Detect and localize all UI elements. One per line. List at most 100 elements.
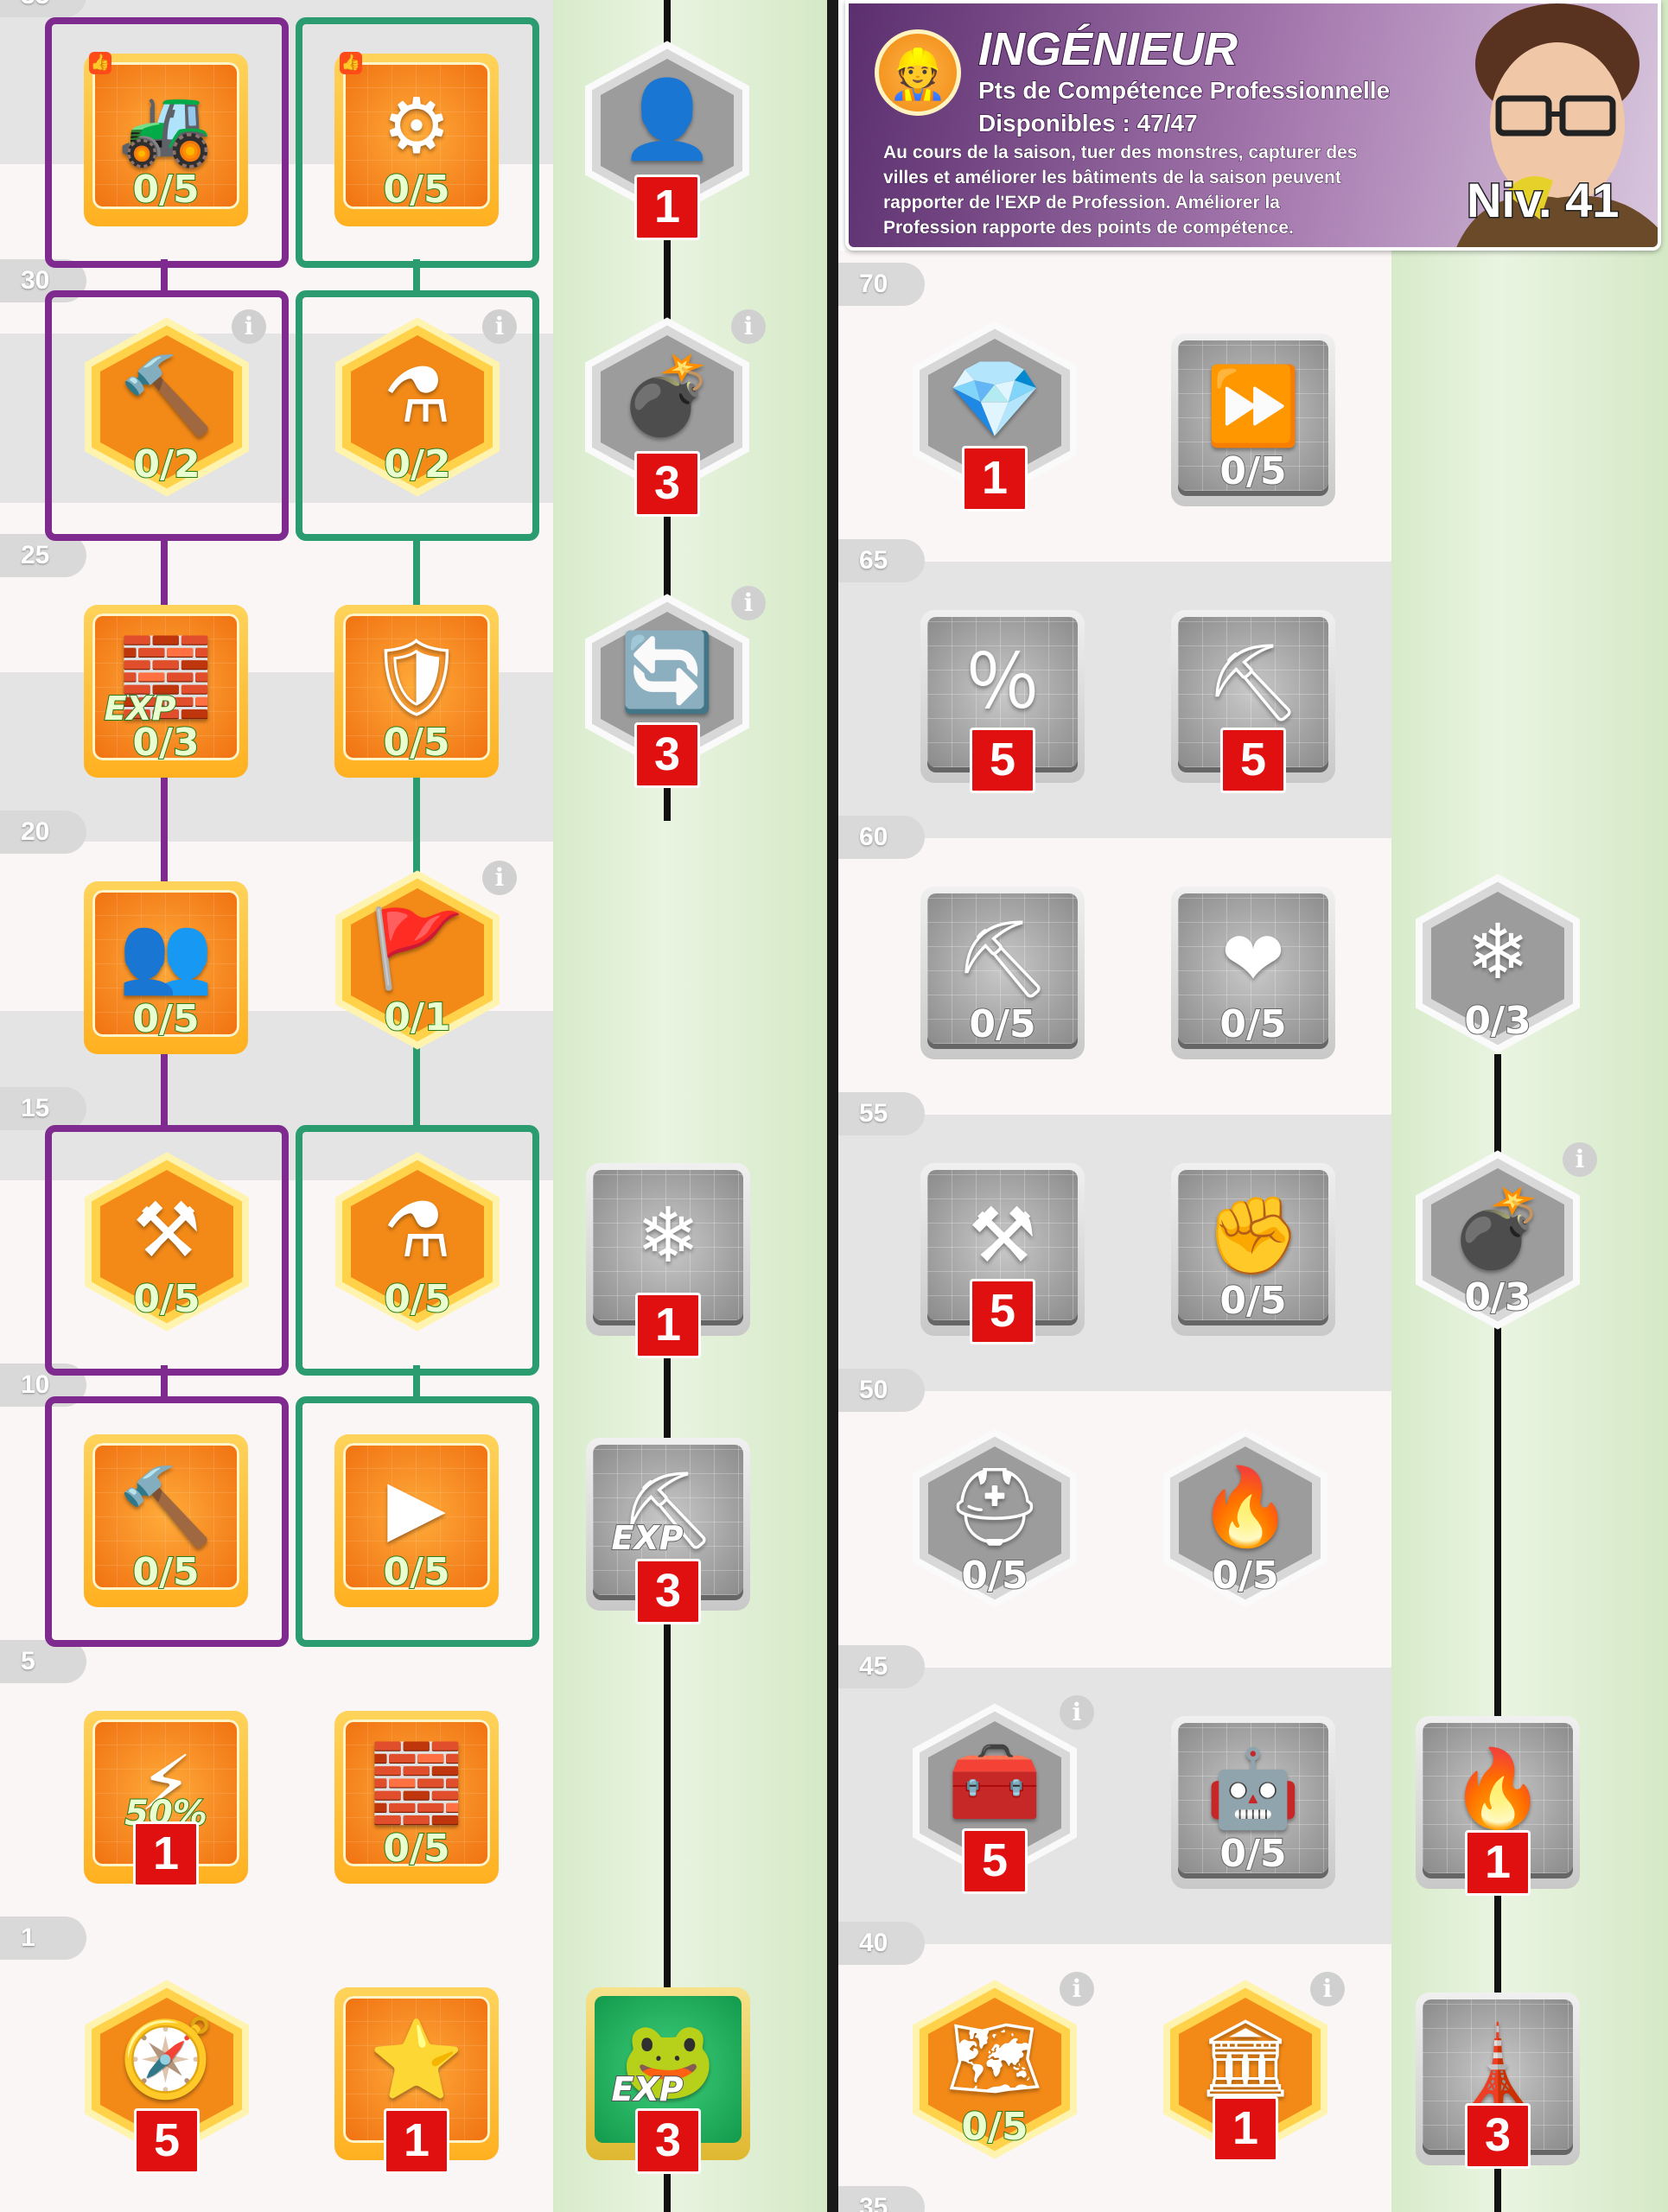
- building-freeze-icon: ❄: [636, 1191, 700, 1280]
- skill-node[interactable]: 💣 3: [576, 316, 758, 517]
- hammer-share-icon: 🔨: [119, 351, 214, 440]
- engineer-portrait-icon: [1456, 3, 1658, 247]
- flag-icon: 🚩: [370, 904, 465, 993]
- skill-node[interactable]: ⛑ 0/5: [904, 1427, 1085, 1609]
- level-badge: 5: [970, 728, 1035, 793]
- skill-node[interactable]: ⛏ 0/5: [920, 887, 1085, 1059]
- cart-percent-icon: ％: [964, 638, 1041, 727]
- path-frame-teal: [296, 1125, 539, 1376]
- skill-node[interactable]: 🗺 0/5: [904, 1979, 1085, 2160]
- bomb-freeze-icon: 💣: [1450, 1184, 1545, 1273]
- skill-node[interactable]: ⚒ 0/5: [76, 1151, 258, 1332]
- profession-avatar: 👷: [875, 29, 961, 116]
- path-frame-teal: [296, 17, 539, 268]
- skill-node[interactable]: 💎 1: [904, 320, 1085, 512]
- skill-node[interactable]: 🐸 EXP 3: [586, 1987, 750, 2174]
- skill-node[interactable]: 💣 0/3: [1407, 1149, 1588, 1331]
- hammer-up-icon: 🔨: [118, 1462, 213, 1551]
- left-skill-tree: 35 30 25 20 15 10 5 1 👍 🚜 0/5 👍 ⚙ 0/5 👤 …: [0, 0, 830, 2212]
- info-icon[interactable]: i: [1310, 1972, 1345, 2006]
- skill-node[interactable]: 👤 1: [576, 40, 758, 240]
- info-icon[interactable]: i: [731, 586, 766, 620]
- skill-node[interactable]: 🗼 3: [1416, 1993, 1580, 2169]
- mine-fire-icon: 🔥: [1198, 1462, 1293, 1551]
- level-badge: 3: [634, 722, 700, 788]
- skill-node[interactable]: 🔥 1: [1416, 1716, 1580, 1896]
- skill-node[interactable]: 🔨 0/2: [76, 316, 258, 498]
- skill-node[interactable]: ％ 5: [920, 610, 1085, 793]
- skill-node[interactable]: 🧱 EXP 0/3: [84, 605, 248, 778]
- dome-share-icon: 🏛: [1197, 2013, 1294, 2102]
- mine-freeze-icon: ❄: [1466, 907, 1530, 996]
- skill-node[interactable]: ❤ 0/5: [1171, 887, 1335, 1059]
- skill-node[interactable]: 👍 🚜 0/5: [84, 52, 248, 226]
- profession-description: Au cours de la saison, tuer des monstres…: [883, 143, 1359, 238]
- skill-node[interactable]: 🤖 0/5: [1171, 1716, 1335, 1889]
- skill-node[interactable]: 🧭 5: [76, 1979, 258, 2174]
- tier-label: 35: [0, 0, 86, 17]
- lightning-icon: ⚡: [139, 1738, 193, 1827]
- path-frame-teal: [296, 1396, 539, 1647]
- skill-node[interactable]: 🔥 0/5: [1155, 1427, 1336, 1609]
- skill-node[interactable]: ⏩ 0/5: [1171, 334, 1335, 506]
- path-frame-teal: [296, 290, 539, 541]
- level-badge: 1: [1465, 1830, 1531, 1896]
- skill-node[interactable]: ✊ 0/5: [1171, 1163, 1335, 1336]
- level-badge: 1: [634, 175, 700, 240]
- level-badge: 3: [1465, 2103, 1531, 2169]
- level-badge: 5: [970, 1279, 1035, 1344]
- tier-label: 25: [0, 534, 86, 577]
- skill-node[interactable]: 🧰 5: [904, 1702, 1085, 1894]
- star-badge-x2-icon: ⭐: [369, 2015, 464, 2104]
- skill-node[interactable]: ⚒ 5: [920, 1163, 1085, 1344]
- skill-node[interactable]: 👥 0/5: [84, 881, 248, 1054]
- skill-node[interactable]: ❄ 1: [586, 1163, 750, 1358]
- thumbs-up-icon: 👍: [89, 52, 111, 74]
- path-frame-purple: [45, 290, 289, 541]
- info-icon[interactable]: i: [232, 309, 266, 344]
- level-badge: 5: [1220, 728, 1286, 793]
- skill-node[interactable]: 🏛 1: [1155, 1979, 1336, 2162]
- level-badge: 1: [962, 446, 1028, 512]
- path-frame-purple: [45, 1396, 289, 1647]
- tier-label: 60: [838, 816, 925, 859]
- skill-node[interactable]: ⚗ 0/2: [327, 316, 508, 498]
- skill-node[interactable]: 🧱 0/5: [334, 1711, 499, 1884]
- tier-label: 5: [0, 1640, 86, 1683]
- turret-up-icon: 🗼: [1450, 2020, 1545, 2109]
- info-icon[interactable]: i: [482, 861, 517, 895]
- shield-plus-icon: 🛡: [368, 632, 465, 721]
- skill-node[interactable]: ⭐ 1: [334, 1987, 499, 2174]
- info-icon[interactable]: i: [482, 309, 517, 344]
- skill-node[interactable]: ⚡ 50% 1: [84, 1711, 248, 1887]
- skill-node[interactable]: 🚩 0/1: [327, 869, 508, 1051]
- skill-node[interactable]: ⛏ 5: [1171, 610, 1335, 793]
- wall-exp-icon: 🧱: [118, 632, 213, 721]
- panel-divider: [827, 0, 838, 2212]
- info-icon[interactable]: i: [1060, 1695, 1094, 1730]
- level-badge: 1: [635, 1293, 701, 1358]
- info-icon[interactable]: i: [1563, 1142, 1597, 1177]
- tier-label: 20: [0, 810, 86, 854]
- tier-label: 15: [0, 1087, 86, 1130]
- skill-node[interactable]: 👍 ⚙ 0/5: [334, 52, 499, 226]
- pickaxe-exp-icon: ⛏: [620, 1465, 716, 1554]
- skill-node[interactable]: ⚗ 0/5: [327, 1151, 508, 1332]
- skill-node[interactable]: 🔨 0/5: [84, 1434, 248, 1607]
- anvil-x2-icon: ⚒: [968, 1191, 1037, 1280]
- tier-label: 45: [838, 1645, 925, 1688]
- skill-node[interactable]: ▶ 0/5: [334, 1434, 499, 1607]
- info-icon[interactable]: i: [1060, 1972, 1094, 2006]
- skill-node[interactable]: 🔄 3: [576, 593, 758, 788]
- excavator-icon: 🚜: [118, 81, 213, 170]
- robot-shield-icon: 🤖: [1206, 1744, 1301, 1833]
- tier-label: 65: [838, 539, 925, 582]
- skill-node[interactable]: 🛡 0/5: [334, 605, 499, 778]
- skill-node[interactable]: ❄ 0/3: [1407, 873, 1588, 1054]
- tier-label: 35: [838, 2186, 925, 2212]
- monster-exp-icon: 🐸: [621, 2015, 716, 2104]
- skill-node[interactable]: ⛏ EXP 3: [586, 1438, 750, 1624]
- info-icon[interactable]: i: [731, 309, 766, 344]
- worker-helmet-icon: 👷: [888, 47, 948, 103]
- tier-label: 40: [838, 1922, 925, 1965]
